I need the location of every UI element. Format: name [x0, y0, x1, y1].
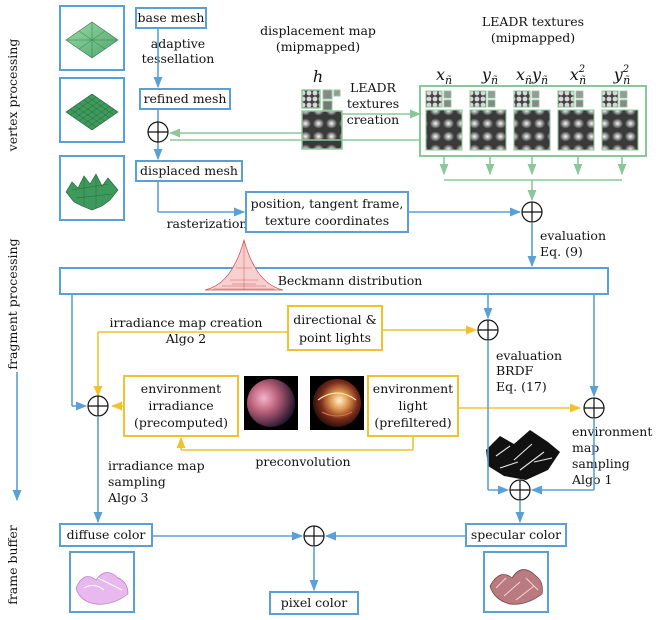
- env-irradiance-label-3: (precomputed): [134, 415, 228, 430]
- env-sampling-label-1: environment: [572, 424, 652, 439]
- directional-lights-label-1: directional &: [293, 312, 377, 327]
- beckmann-label: Beckmann distribution: [278, 273, 423, 288]
- diffuse-color-label: diffuse color: [67, 527, 146, 542]
- plus-env-sampling: [583, 397, 605, 419]
- svg-text:x2ñ: x2ñ: [570, 64, 587, 87]
- svg-text:y2ñ: y2ñ: [613, 64, 631, 87]
- plus-pixel: [303, 525, 325, 547]
- leadr-creation-label-1: LEADR: [350, 80, 396, 95]
- displacement-map-texture: [301, 89, 343, 150]
- beckmann-box: [59, 267, 609, 295]
- evaluation-brdf-label-2: BRDF: [496, 363, 534, 378]
- displacement-map-label-2: (mipmapped): [276, 39, 360, 54]
- irradiance-sampling-label-1: irradiance map: [108, 458, 205, 473]
- displaced-mesh-box: [135, 160, 243, 182]
- evaluation-brdf-label-3: Eq. (17): [496, 379, 547, 394]
- specular-color-box: [465, 523, 567, 547]
- base-mesh-label: base mesh: [138, 10, 205, 25]
- env-light-label-3: (prefiltered): [374, 415, 451, 430]
- env-sampling-label-2: map: [572, 440, 599, 455]
- h-symbol: h: [313, 67, 323, 86]
- position-label-2: texture coordinates: [265, 213, 389, 228]
- irradiance-sampling-label-3: Algo 3: [107, 490, 149, 505]
- svg-text:yñ: yñ: [481, 65, 498, 87]
- preconvolution-label: preconvolution: [255, 454, 350, 469]
- leadr-texture-tiles: [425, 90, 639, 151]
- rasterization-label: rasterization: [167, 216, 248, 231]
- plus-evaluation: [521, 201, 543, 223]
- environment-sphere-image: [310, 376, 364, 430]
- env-light-box: [367, 375, 459, 437]
- evaluation-label-1: evaluation: [540, 228, 606, 243]
- displaced-mesh-label: displaced mesh: [140, 163, 238, 178]
- svg-text:xñ: xñ: [436, 65, 452, 87]
- env-irradiance-label-1: environment: [141, 381, 221, 396]
- refined-mesh-box: [139, 88, 231, 110]
- directional-lights-box: [287, 305, 383, 351]
- evaluation-brdf-label-1: evaluation: [496, 348, 562, 363]
- leadr-creation-label-3: creation: [347, 112, 399, 127]
- plus-brdf: [477, 319, 499, 341]
- evaluation-label-2: Eq. (9): [540, 244, 583, 259]
- env-light-label-1: environment: [373, 381, 453, 396]
- env-light-label-2: light: [398, 398, 427, 413]
- specular-surface-image: [486, 430, 560, 480]
- irradiance-sphere-image: [244, 376, 298, 430]
- irradiance-creation-label-1: irradiance map creation: [110, 315, 263, 330]
- stage-label-vertex: vertex processing: [5, 39, 20, 153]
- specular-result-image: [483, 551, 549, 613]
- leadr-creation-label-2: textures: [347, 96, 399, 111]
- leadr-textures-label-2: (mipmapped): [491, 30, 575, 45]
- thumb-displaced-mesh: [59, 155, 125, 221]
- adaptive-tessellation-label-1: adaptive: [151, 36, 205, 51]
- plus-diffuse: [87, 395, 109, 417]
- leadr-collector-lines: [439, 156, 627, 202]
- base-mesh-box: [135, 7, 207, 29]
- env-sampling-label-3: sampling: [572, 456, 630, 471]
- svg-text:xñyñ: xñyñ: [516, 65, 548, 87]
- refined-mesh-label: refined mesh: [144, 91, 227, 106]
- plus-specular: [509, 479, 531, 501]
- irradiance-sampling-label-2: sampling: [108, 474, 166, 489]
- env-sampling-label-4: Algo 1: [571, 472, 612, 487]
- adaptive-tessellation-label-2: tessellation: [142, 51, 215, 66]
- env-irradiance-label-2: irradiance: [148, 398, 213, 413]
- stage-label-fragment: fragment processing: [5, 238, 20, 369]
- directional-lights-label-2: point lights: [299, 330, 371, 345]
- beckmann-lobe-icon: [204, 238, 284, 291]
- thumb-base-mesh: [59, 5, 125, 71]
- irradiance-creation-label-2: Algo 2: [165, 331, 206, 346]
- displacement-map-label-1: displacement map: [260, 23, 376, 38]
- pixel-color-label: pixel color: [281, 595, 347, 610]
- position-label-1: position, tangent frame,: [251, 196, 404, 211]
- diffuse-result-image: [69, 551, 135, 613]
- leadr-textures-label-1: LEADR textures: [482, 14, 584, 29]
- diffuse-color-box: [59, 523, 153, 547]
- specular-color-label: specular color: [471, 527, 561, 542]
- pixel-color-box: [269, 591, 359, 615]
- plus-displace: [147, 121, 169, 143]
- thumb-refined-mesh: [59, 77, 125, 143]
- stage-label-framebuffer: frame buffer: [5, 525, 20, 605]
